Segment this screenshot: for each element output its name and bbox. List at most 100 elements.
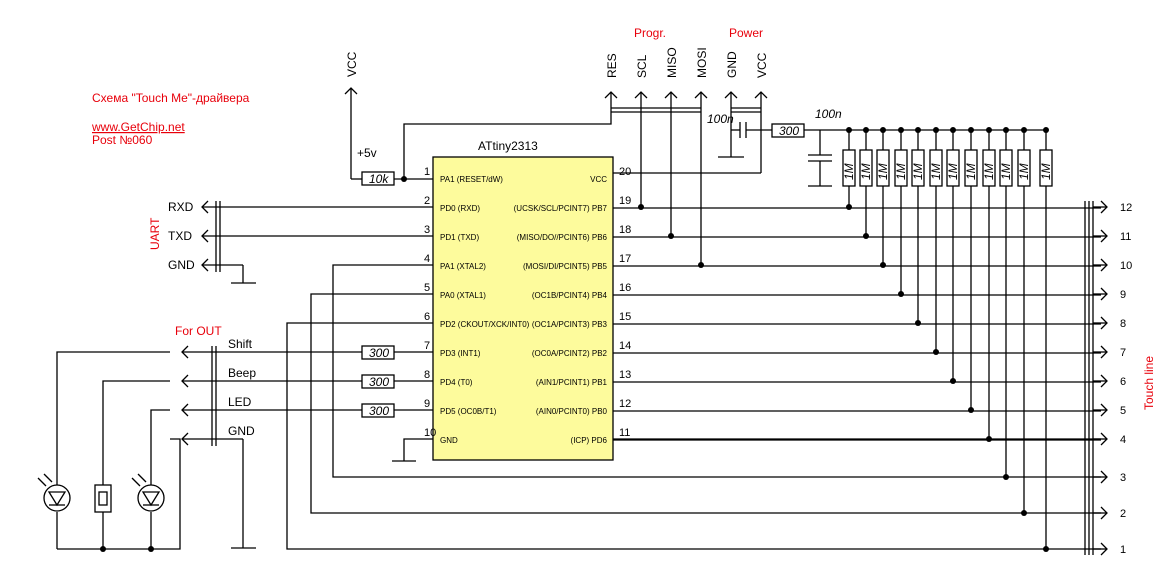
beep-label: Beep bbox=[228, 366, 256, 380]
post-number: Post №060 bbox=[92, 133, 153, 147]
chip-right-pin-number: 20 bbox=[619, 166, 631, 178]
chip-right-pin-label: (OC1B/PCINT4) PB4 bbox=[532, 291, 608, 300]
pullup-resistor-label: 1M bbox=[929, 163, 943, 180]
resistor-10k-label: 10k bbox=[369, 172, 389, 186]
touch-line-number: 11 bbox=[1120, 231, 1131, 243]
plus5v-label: +5v bbox=[357, 146, 377, 160]
chip-right-pin-number: 12 bbox=[619, 398, 631, 410]
gnd-power-label: GND bbox=[725, 51, 739, 78]
resistor-300-shift bbox=[361, 345, 395, 360]
scl-pin-label: SCL bbox=[635, 54, 649, 78]
chip-right-pin-label: (AIN0/PCINT0) PB0 bbox=[536, 407, 608, 416]
touch-line-number: 12 bbox=[1120, 202, 1132, 214]
gnd-uart-label: GND bbox=[168, 258, 195, 272]
resistor-300-power-label: 300 bbox=[779, 124, 799, 138]
beep-buzzer-symbol bbox=[94, 484, 112, 513]
chip-left-pin-label: GND bbox=[440, 436, 458, 445]
chip-right-pin-number: 16 bbox=[619, 282, 631, 294]
progr-label: Progr. bbox=[634, 26, 666, 40]
power-label: Power bbox=[729, 26, 763, 40]
pullup-resistor-label: 1M bbox=[842, 163, 856, 180]
chip-left-pin-label: PD2 (CKOUT/XCK/INT0) bbox=[440, 320, 530, 329]
chip-right-pin-label: (OC0A/PCINT2) PB2 bbox=[532, 349, 608, 358]
vcc-left-label: VCC bbox=[345, 51, 359, 77]
chip-right-pin-label: (ICP) PD6 bbox=[571, 436, 608, 445]
gnd-out-label: GND bbox=[228, 424, 255, 438]
resistor-10k bbox=[361, 171, 395, 186]
touch-line-number: 7 bbox=[1120, 347, 1126, 359]
chip-right-pin-number: 18 bbox=[619, 224, 631, 236]
touch-line-number: 3 bbox=[1120, 472, 1126, 484]
touch-line-number: 2 bbox=[1120, 508, 1126, 520]
chip-left-pin-number: 6 bbox=[424, 311, 430, 323]
pullup-resistor-label: 1M bbox=[876, 163, 890, 180]
chip-right-pin-number: 13 bbox=[619, 369, 631, 381]
cap-100n-left-label: 100n bbox=[707, 112, 734, 126]
chip-right-pin-number: 11 bbox=[619, 427, 630, 439]
chip-left-pin-number: 5 bbox=[424, 282, 430, 294]
indicator-led-symbol bbox=[131, 473, 165, 512]
chip-right-pin-label: (MISO/DO//PCINT6) PB6 bbox=[517, 233, 608, 242]
chip-left-pin-label: PD0 (RXD) bbox=[440, 204, 480, 213]
site-link[interactable]: www.GetChip.net bbox=[91, 120, 185, 134]
chip-right-pin-number: 15 bbox=[619, 311, 631, 323]
touch-line-label: Touch line bbox=[1142, 356, 1156, 410]
touch-line-number: 8 bbox=[1120, 318, 1126, 330]
cap-100n-right-label: 100n bbox=[815, 107, 842, 121]
resistor-300-beep-label: 300 bbox=[369, 375, 389, 389]
mosi-pin-label: MOSI bbox=[695, 47, 709, 78]
pullup-resistor-label: 1M bbox=[999, 163, 1013, 180]
chip-left-pin-label: PA1 (RESET/dW) bbox=[440, 175, 503, 184]
chip-left-pin-label: PD4 (T0) bbox=[440, 378, 473, 387]
chip-left-pin-label: PA1 (XTAL2) bbox=[440, 262, 486, 271]
pullup-resistor-label: 1M bbox=[946, 163, 960, 180]
txd-label: TXD bbox=[168, 229, 192, 243]
chip-left-pin-number: 7 bbox=[424, 340, 430, 352]
chip-right-pin-number: 14 bbox=[619, 340, 631, 352]
chip-right-pin-number: 19 bbox=[619, 195, 631, 207]
resistor-300-shift-label: 300 bbox=[369, 346, 389, 360]
pullup-resistor-label: 1M bbox=[1017, 163, 1031, 180]
pullup-resistor-label: 1M bbox=[911, 163, 925, 180]
pullup-resistor-label: 1M bbox=[982, 163, 996, 180]
chip-right-pin-label: VCC bbox=[590, 175, 607, 184]
shift-led-symbol bbox=[37, 473, 71, 512]
chip-left-pin-number: 1 bbox=[424, 166, 430, 178]
chip-right-pin-number: 17 bbox=[619, 253, 631, 265]
chip-left-pin-number: 3 bbox=[424, 224, 430, 236]
resistor-300-beep bbox=[361, 374, 395, 389]
res-pin-label: RES bbox=[605, 53, 619, 78]
schematic-title: Схема "Touch Me"-драйвера bbox=[92, 91, 250, 105]
touch-line-number: 10 bbox=[1120, 260, 1132, 272]
pullup-resistor-label: 1M bbox=[894, 163, 908, 180]
touch-line-number: 1 bbox=[1120, 544, 1126, 556]
touch-line-number: 6 bbox=[1120, 376, 1126, 388]
miso-pin-label: MISO bbox=[665, 47, 679, 78]
chip-left-pin-label: PD1 (TXD) bbox=[440, 233, 479, 242]
touch-line-number: 4 bbox=[1120, 434, 1126, 446]
chip-right-pin-label: (MOSI/DI/PCINT5) PB5 bbox=[523, 262, 608, 271]
chip-right-pin-label: (OC1A/PCINT3) PB3 bbox=[532, 320, 608, 329]
chip-right-pin-label: (UCSK/SCL/PCINT7) PB7 bbox=[514, 204, 608, 213]
pullup-resistor-label: 1M bbox=[859, 163, 873, 180]
touch-line-number: 5 bbox=[1120, 405, 1126, 417]
resistor-300-led bbox=[361, 403, 395, 418]
mcu-chip-body bbox=[432, 156, 614, 461]
resistor-300-led-label: 300 bbox=[369, 404, 389, 418]
chip-left-pin-label: PD3 (INT1) bbox=[440, 349, 481, 358]
pullup-resistor-label: 1M bbox=[964, 163, 978, 180]
mcu-chip-name: ATtiny2313 bbox=[478, 139, 538, 153]
shift-label: Shift bbox=[228, 337, 253, 351]
chip-left-pin-number: 2 bbox=[424, 195, 430, 207]
chip-right-pin-label: (AIN1/PCINT1) PB1 bbox=[536, 378, 608, 387]
resistor-300-power bbox=[771, 123, 805, 138]
led-label: LED bbox=[228, 395, 252, 409]
rxd-label: RXD bbox=[168, 200, 194, 214]
for-out-label: For OUT bbox=[175, 324, 222, 338]
chip-left-pin-number: 8 bbox=[424, 369, 430, 381]
wiring bbox=[56, 87, 1094, 555]
pullup-resistor-label: 1M bbox=[1039, 163, 1053, 180]
